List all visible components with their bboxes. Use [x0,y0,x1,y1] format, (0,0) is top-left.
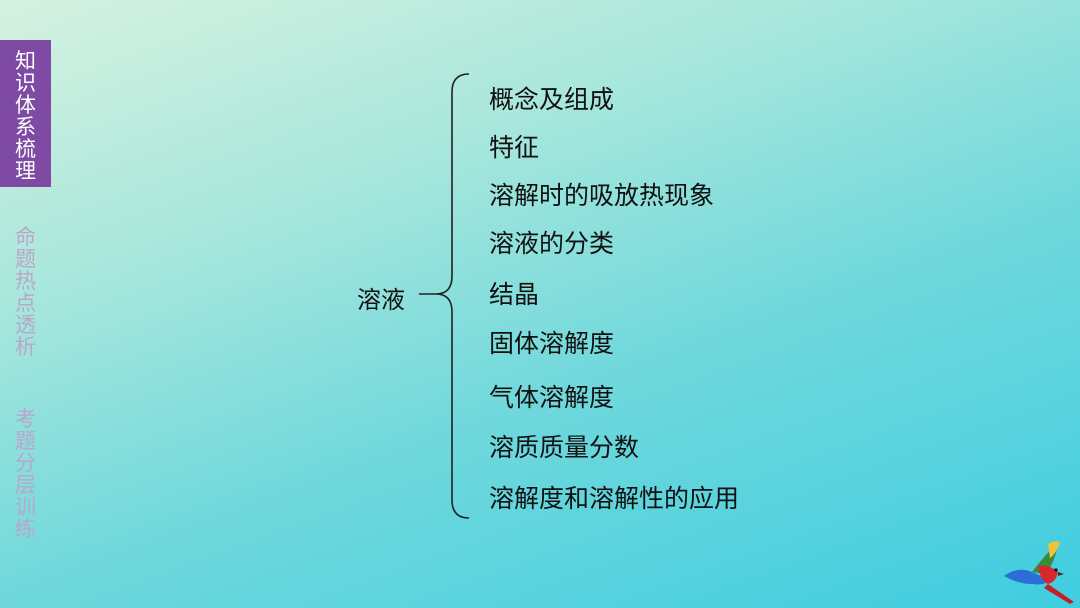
diagram-branch-node: 溶液的分类 [489,229,615,258]
diagram-branch-node: 溶解度和溶解性的应用 [489,484,740,513]
diagram-branch-node: 溶解时的吸放热现象 [489,181,715,210]
sidebar-nav: 知识体系梳理 命题热点透析 考题分层训练 [0,40,51,546]
diagram-branch-node: 固体溶解度 [489,329,615,358]
tab-layered-practice[interactable]: 考题分层训练 [15,407,36,541]
diagram-root-node: 溶液 [357,286,405,314]
diagram-branch-node: 特征 [489,133,540,162]
diagram-branch-node: 概念及组成 [489,85,615,114]
diagram-branch-node: 气体溶解度 [489,383,615,412]
tab-knowledge-system[interactable]: 知识体系梳理 [0,40,51,187]
brace-connector [419,73,470,519]
diagram-branch-node: 结晶 [489,280,540,309]
diagram-branch-node: 溶质质量分数 [489,433,640,462]
parrot-icon [1004,541,1074,604]
tab-hot-topics[interactable]: 命题热点透析 [15,225,36,359]
